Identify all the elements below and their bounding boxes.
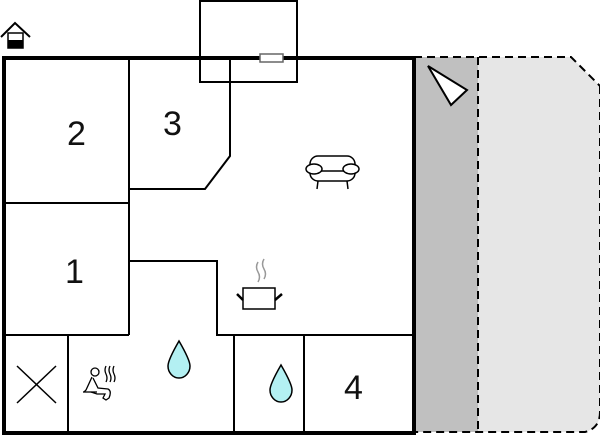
interior-walls <box>4 58 414 432</box>
sofa-icon <box>305 155 360 190</box>
room-label-2: 2 <box>67 115 86 153</box>
cross-icon <box>16 365 57 404</box>
door-opening <box>259 53 284 63</box>
sauna-icon <box>83 365 116 401</box>
water-drop-icon <box>167 339 191 379</box>
room-label-1: 1 <box>65 253 84 291</box>
room-label-3: 3 <box>163 105 182 143</box>
water-drop-icon <box>269 363 293 403</box>
cooking-pot-icon <box>236 258 283 310</box>
bay-window-box <box>199 0 298 83</box>
terrace-dark-area <box>414 57 478 432</box>
terrace-light-area <box>478 57 600 432</box>
compass-north-arrow-icon <box>427 65 469 107</box>
room-label-4: 4 <box>344 369 363 407</box>
outer-wall <box>2 56 416 435</box>
house-entrance-icon <box>0 21 31 49</box>
